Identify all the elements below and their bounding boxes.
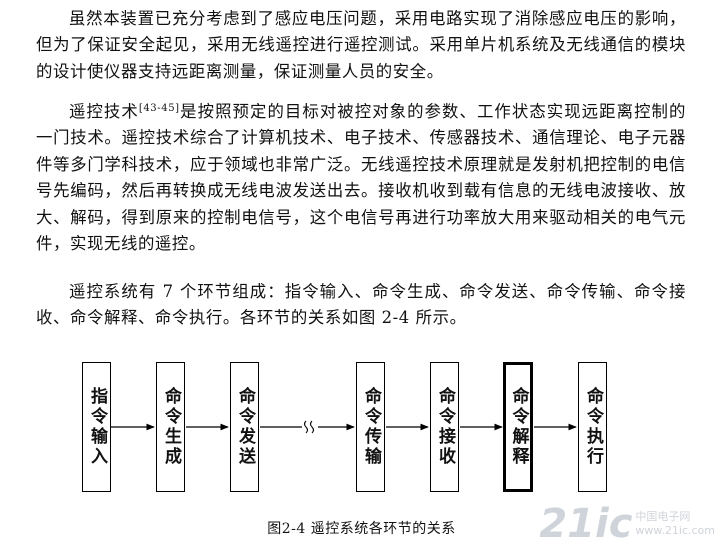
block-command-send-label: 命令发送 xyxy=(235,387,255,467)
block-command-interpret: 命令解释 xyxy=(503,362,533,492)
block-command-execute: 命令执行 xyxy=(578,362,607,492)
block-command-receive: 命令接收 xyxy=(430,362,459,492)
watermark-text: 中国电子网 www.21ic.com xyxy=(635,510,715,538)
site-watermark: 21ic 中国电子网 www.21ic.com xyxy=(539,501,715,547)
block-command-input-label: 指令输入 xyxy=(87,387,107,467)
block-command-input: 指令输入 xyxy=(82,362,111,492)
watermark-logo: 21ic xyxy=(539,501,633,547)
watermark-line2: www.21ic.com xyxy=(635,524,715,537)
block-command-generate: 命令生成 xyxy=(156,362,185,492)
paragraph-1: 虽然本装置已充分考虑到了感应电压问题，采用电路实现了消除感应电压的影响，但为了保… xyxy=(36,9,686,81)
block-command-execute-label: 命令执行 xyxy=(583,387,603,467)
block-command-transmit: 命令传输 xyxy=(356,362,385,492)
block-command-transmit-label: 命令传输 xyxy=(361,387,381,467)
paragraph-2-lead: 遥控技术 xyxy=(69,102,139,121)
watermark-line1: 中国电子网 xyxy=(635,510,691,523)
block-command-generate-label: 命令生成 xyxy=(161,387,181,467)
block-command-receive-label: 命令接收 xyxy=(435,387,455,467)
figure-caption: 图2-4 遥控系统各环节的关系 xyxy=(267,521,456,537)
break-symbol xyxy=(303,420,315,434)
block-command-interpret-label: 命令解释 xyxy=(508,387,529,467)
citation-ref: [43-45] xyxy=(138,103,180,114)
block-command-send: 命令发送 xyxy=(230,362,259,492)
paragraph-2: 遥控技术[43-45]是按照预定的目标对被控对象的参数、工作状态实现远距离控制的… xyxy=(36,99,686,257)
paragraph-3: 遥控系统有 7 个环节组成：指令输入、命令生成、命令发送、命令传输、命令接收、命… xyxy=(36,282,686,328)
paragraph-2-body: 是按照预定的目标对被控对象的参数、工作状态实现远距离控制的一门技术。遥控技术综合… xyxy=(36,102,686,254)
